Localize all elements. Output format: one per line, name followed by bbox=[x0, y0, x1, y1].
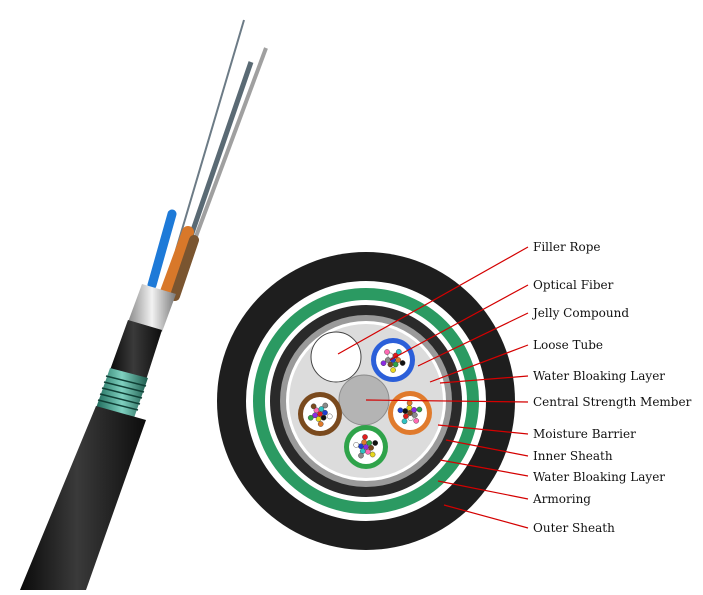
optical-fiber bbox=[326, 413, 333, 420]
optical-fiber bbox=[315, 416, 322, 422]
cable-cross-section bbox=[217, 252, 515, 550]
fiber-strand bbox=[179, 61, 254, 263]
label-inner-sheath: Inner Sheath bbox=[533, 449, 613, 463]
optical-fiber bbox=[395, 357, 402, 363]
label-jelly-compound: Jelly Compound bbox=[531, 306, 629, 320]
leader-filler-rope bbox=[337, 246, 529, 355]
outer-jacket-section bbox=[20, 406, 146, 590]
label-optical-fiber: Optical Fiber bbox=[533, 278, 614, 292]
leader-armoring bbox=[437, 480, 529, 500]
label-outer-sheath: Outer Sheath bbox=[533, 521, 615, 535]
label-loose-tube: Loose Tube bbox=[533, 338, 603, 352]
leader-water-blocking-layer-1 bbox=[439, 375, 529, 384]
label-list: Filler Rope Optical Fiber Jelly Compound… bbox=[531, 240, 692, 535]
optical-fiber bbox=[397, 407, 404, 414]
optical-fiber bbox=[358, 452, 364, 459]
optical-fiber bbox=[369, 451, 376, 458]
loose-tube-brown bbox=[170, 235, 199, 301]
optical-fiber bbox=[411, 407, 417, 413]
corrugated-armor-section bbox=[96, 368, 148, 418]
label-water-blocking-layer-2: Water Bloaking Layer bbox=[533, 470, 665, 484]
optical-fiber bbox=[368, 444, 374, 451]
optical-fiber bbox=[320, 414, 327, 421]
filler-rope bbox=[310, 331, 362, 383]
leader-water-blocking-layer-2 bbox=[439, 459, 529, 477]
optical-fiber bbox=[407, 415, 414, 422]
optical-fiber bbox=[401, 418, 408, 425]
optical-fiber bbox=[406, 404, 413, 411]
label-filler-rope: Filler Rope bbox=[533, 240, 601, 254]
leader-loose-tube bbox=[429, 344, 529, 383]
inner-sheath-section bbox=[110, 320, 162, 380]
loose-tube-green bbox=[344, 425, 388, 469]
loose-tube-blue bbox=[371, 338, 415, 382]
optical-fiber bbox=[322, 402, 329, 409]
optical-fiber bbox=[362, 434, 368, 440]
optical-fiber bbox=[366, 440, 373, 446]
optical-fiber bbox=[403, 413, 409, 419]
optical-fiber bbox=[310, 403, 317, 410]
fiber-strand bbox=[186, 47, 268, 259]
fiber-strand bbox=[175, 19, 245, 251]
leader-inner-sheath bbox=[445, 439, 529, 457]
label-central-strength-member: Central Strength Member bbox=[533, 395, 692, 409]
optical-fiber bbox=[413, 417, 420, 424]
cable-side-view bbox=[20, 19, 268, 590]
label-water-blocking-layer-1: Water Bloaking Layer bbox=[533, 369, 665, 383]
optical-fiber bbox=[406, 400, 413, 406]
optical-fiber bbox=[322, 409, 328, 416]
leader-outer-sheath bbox=[443, 504, 529, 529]
steel-tape-section bbox=[128, 284, 176, 332]
optical-fiber bbox=[318, 406, 325, 412]
optical-fiber bbox=[390, 367, 396, 373]
leader-moisture-barrier bbox=[437, 424, 529, 435]
optical-fiber bbox=[380, 360, 387, 367]
label-moisture-barrier: Moisture Barrier bbox=[533, 427, 636, 441]
optical-fiber bbox=[361, 439, 367, 446]
leader-jelly-compound bbox=[417, 312, 529, 367]
optical-fiber bbox=[307, 414, 314, 421]
leader-optical-fiber bbox=[389, 284, 529, 361]
optical-fiber bbox=[395, 348, 402, 355]
optical-fiber bbox=[399, 360, 406, 366]
optical-fiber bbox=[392, 361, 399, 368]
loose-tube-brown bbox=[298, 392, 342, 436]
leader-central-strength-member bbox=[365, 399, 529, 403]
loose-tube-orange bbox=[160, 226, 194, 298]
label-armoring: Armoring bbox=[532, 492, 591, 506]
optical-fiber bbox=[384, 349, 390, 355]
optical-fiber bbox=[353, 442, 360, 448]
optical-fiber bbox=[387, 361, 394, 368]
leader-lines bbox=[337, 246, 529, 529]
loose-tube-blue bbox=[147, 209, 177, 290]
optical-fiber bbox=[372, 440, 379, 446]
optical-fiber bbox=[416, 406, 423, 413]
loose-tube-orange bbox=[388, 391, 432, 435]
optical-fiber bbox=[317, 421, 324, 427]
